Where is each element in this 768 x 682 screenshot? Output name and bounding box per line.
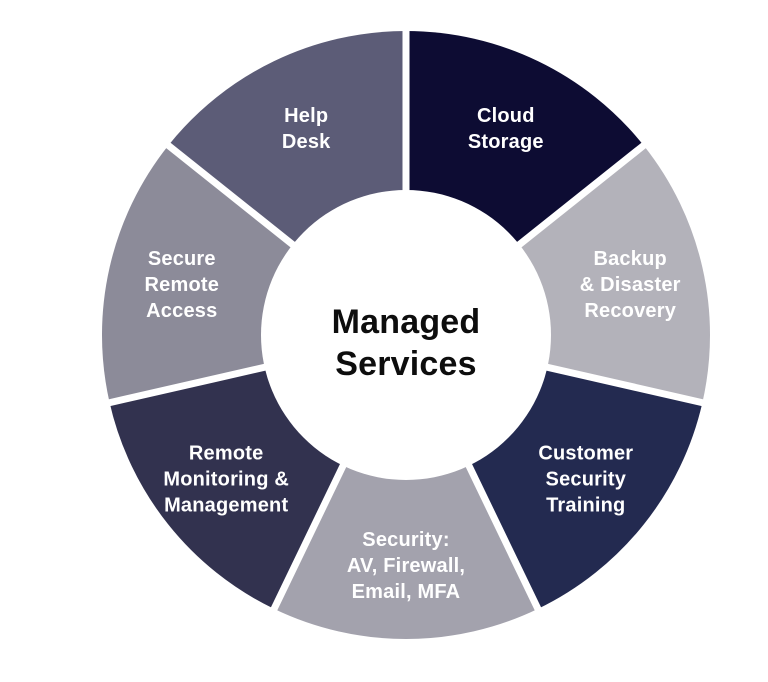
segment-label-security-av-firewall-email-mfa: Security:AV, Firewall,Email, MFA	[347, 529, 465, 603]
segment-security-av-firewall-email-mfa	[274, 335, 538, 640]
donut-hole	[261, 190, 551, 480]
chart-center-title: Managed Services	[331, 302, 481, 383]
